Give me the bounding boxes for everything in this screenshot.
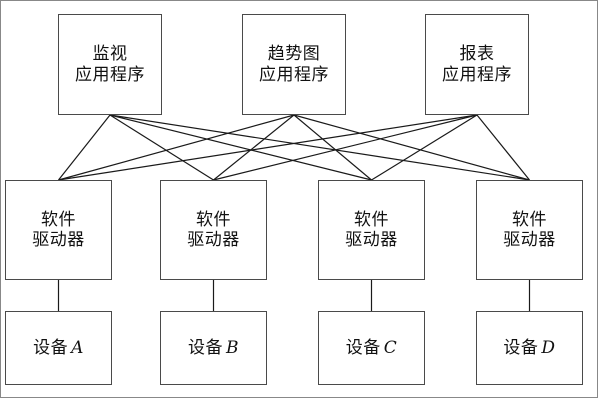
node-label-line2-driver-c: 驱动器: [345, 230, 398, 250]
link-app-monitor-to-driver-d: [109, 114, 530, 181]
node-driver-d: 软件驱动器: [476, 180, 583, 280]
link-app-report-to-driver-c: [371, 114, 478, 181]
device-letter: D: [541, 337, 556, 358]
device-label-text: 设备: [503, 337, 539, 358]
node-label-line1-app-trend: 趋势图: [267, 44, 321, 65]
node-app-monitor: 监视应用程序: [58, 14, 162, 115]
node-label-line2-app-monitor: 应用程序: [75, 64, 145, 85]
node-app-report: 报表应用程序: [425, 14, 529, 115]
node-label-line1-app-monitor: 监视: [92, 44, 128, 65]
node-label-line2-driver-d: 驱动器: [503, 230, 556, 250]
device-letter: C: [383, 337, 398, 358]
link-app-monitor-to-driver-b: [109, 114, 214, 181]
node-label-line1-driver-d: 软件: [512, 209, 547, 230]
link-app-report-to-driver-a: [58, 114, 478, 181]
link-app-trend-to-driver-d: [293, 114, 530, 181]
device-label-text: 设备: [345, 337, 381, 358]
node-app-trend: 趋势图应用程序: [242, 14, 346, 115]
link-app-monitor-to-driver-c: [109, 114, 372, 181]
device-letter: B: [226, 337, 239, 358]
link-app-trend-to-driver-a: [58, 114, 295, 181]
node-label-line2-app-trend: 应用程序: [259, 64, 329, 85]
node-driver-a: 软件驱动器: [5, 180, 112, 280]
device-label-text: 设备: [188, 337, 223, 358]
node-label-line1-driver-a: 软件: [41, 209, 76, 230]
device-letter: A: [71, 337, 84, 358]
node-label-line1-driver-c: 软件: [354, 209, 389, 230]
node-label-line2-driver-a: 驱动器: [32, 230, 85, 250]
link-app-trend-to-driver-b: [213, 114, 295, 181]
node-driver-b: 软件驱动器: [160, 180, 267, 280]
link-app-monitor-to-driver-a: [58, 114, 111, 181]
node-label-line2-app-report: 应用程序: [442, 64, 512, 85]
node-label-line1-driver-b: 软件: [196, 209, 231, 230]
link-app-trend-to-driver-c: [293, 114, 372, 181]
node-label-line2-driver-b: 驱动器: [187, 230, 240, 250]
node-driver-c: 软件驱动器: [318, 180, 425, 280]
node-label-line1-app-report: 报表: [459, 44, 495, 65]
device-label-text: 设备: [33, 337, 69, 358]
link-app-report-to-driver-d: [476, 114, 530, 181]
link-app-report-to-driver-b: [213, 114, 478, 181]
